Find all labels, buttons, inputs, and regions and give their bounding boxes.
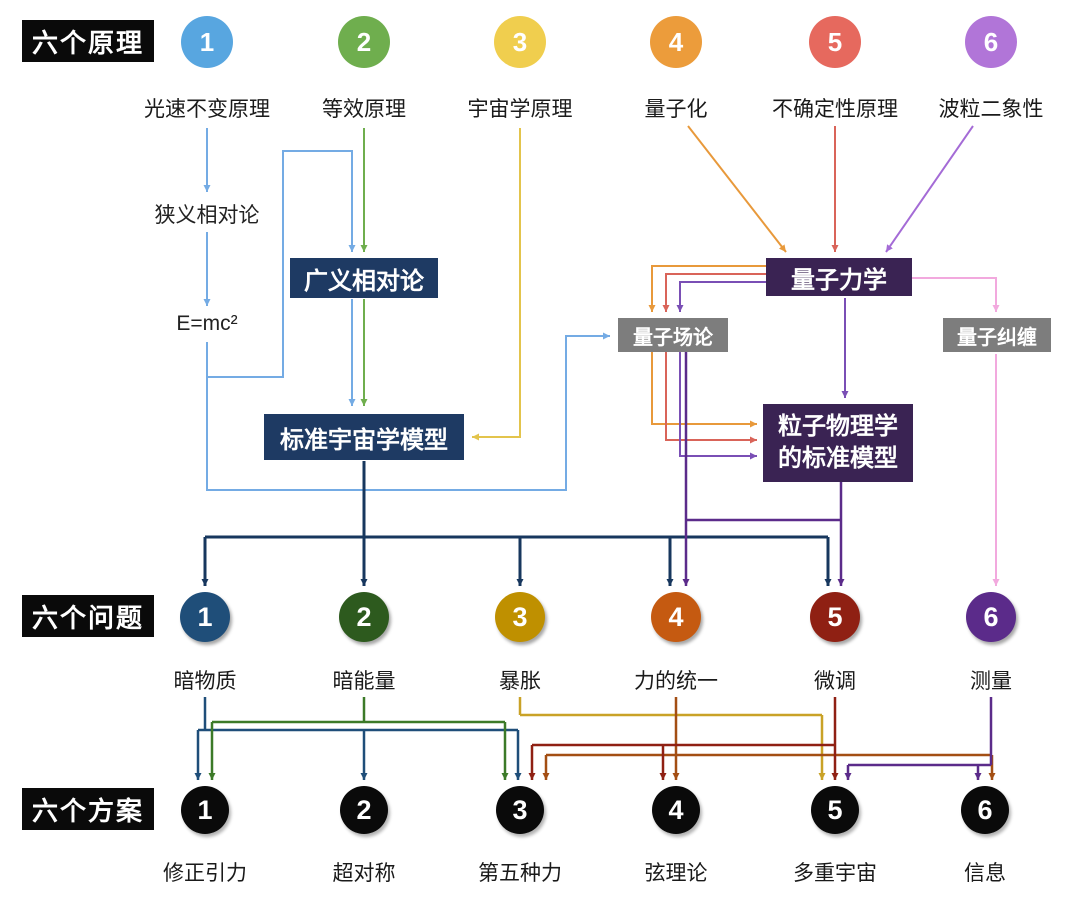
node-particle-physics-standard-model: 粒子物理学 的标准模型 [763,404,913,482]
solution-label-5: 多重宇宙 [793,862,877,885]
problem-circle-2: 2 [339,592,389,642]
problem-circle-3: 3 [495,592,545,642]
problem-label-6: 测量 [970,670,1012,693]
section-label-solutions: 六个方案 [22,788,154,830]
principle-label-2: 等效原理 [322,98,406,121]
principle-circle-2: 2 [338,16,390,68]
solution-circle-6: 6 [961,786,1009,834]
section-label-problems: 六个问题 [22,595,154,637]
solution-circle-4: 4 [652,786,700,834]
solution-label-4: 弦理论 [644,862,708,885]
problem-label-1: 暗物质 [173,670,237,693]
problem-circle-1: 1 [180,592,230,642]
principle-label-6: 波粒二象性 [938,98,1044,121]
node-quantum-entanglement: 量子纠缠 [943,318,1051,352]
solution-label-6: 信息 [964,862,1006,885]
node-particle-physics-standard-model-line2: 的标准模型 [778,445,898,472]
principle-circle-6: 6 [965,16,1017,68]
node-special-relativity: 狭义相对论 [154,204,260,227]
problem-label-3: 暴胀 [499,670,541,693]
problem-circle-6: 6 [966,592,1016,642]
principle-circle-3: 3 [494,16,546,68]
node-mass-energy-equation: E=mc² [176,312,238,335]
principle-circle-4: 4 [650,16,702,68]
problem-circle-4: 4 [651,592,701,642]
node-quantum-mechanics: 量子力学 [766,258,912,296]
solution-circle-1: 1 [181,786,229,834]
section-label-principles: 六个原理 [22,20,154,62]
principle-circle-1: 1 [181,16,233,68]
principle-label-5: 不确定性原理 [772,98,898,121]
principle-label-1: 光速不变原理 [144,98,270,121]
solution-label-2: 超对称 [332,862,396,885]
node-general-relativity: 广义相对论 [290,258,438,298]
node-standard-cosmological-model: 标准宇宙学模型 [264,414,464,460]
solution-label-3: 第五种力 [478,862,562,885]
problem-label-2: 暗能量 [332,670,396,693]
principle-label-4: 量子化 [644,98,708,121]
principle-circle-5: 5 [809,16,861,68]
solution-label-1: 修正引力 [163,862,247,885]
solution-circle-3: 3 [496,786,544,834]
problem-label-4: 力的统一 [634,670,718,693]
solution-circle-5: 5 [811,786,859,834]
node-particle-physics-standard-model-line1: 粒子物理学 [778,412,898,440]
principle-label-3: 宇宙学原理 [467,98,573,121]
solution-circle-2: 2 [340,786,388,834]
problem-label-5: 微调 [814,670,856,693]
node-quantum-field-theory: 量子场论 [618,318,728,352]
problem-circle-5: 5 [810,592,860,642]
